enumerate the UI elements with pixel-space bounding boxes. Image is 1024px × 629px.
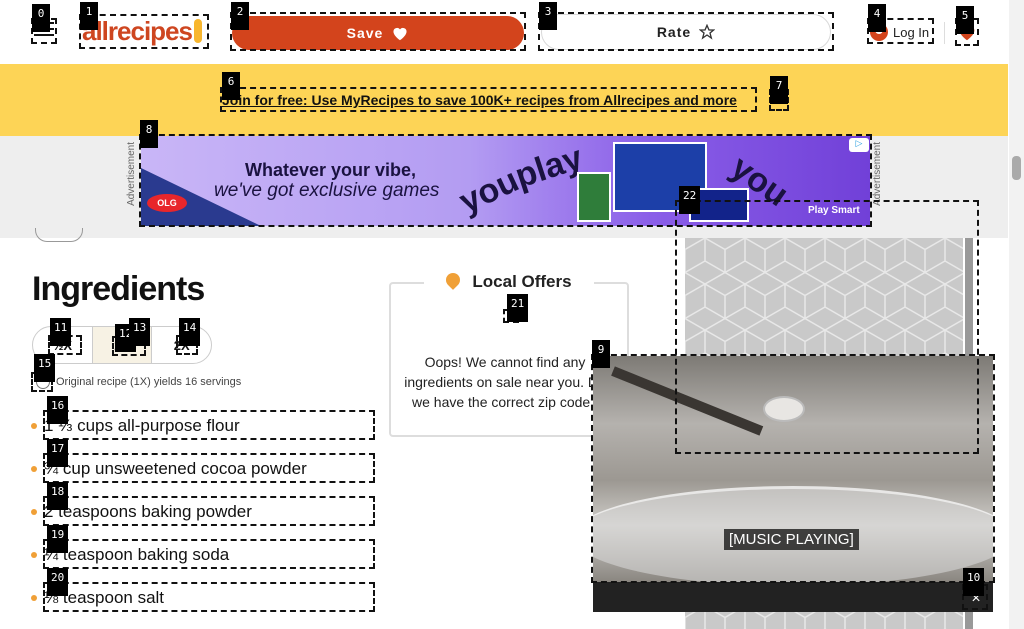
- ingredients-heading: Ingredients: [32, 270, 205, 308]
- olg-logo: OLG: [147, 194, 187, 212]
- rate-button[interactable]: Rate: [541, 14, 831, 50]
- spoon-handle: [611, 366, 764, 436]
- site-header: allrecipes Save Rate Log In: [0, 0, 1008, 64]
- bullet: [31, 509, 37, 515]
- ingredient-item[interactable]: ¼ teaspoon baking soda: [44, 545, 230, 564]
- annotation-label: 0: [32, 4, 50, 32]
- annotation-label: 21: [507, 294, 529, 322]
- header-divider: [944, 22, 945, 44]
- annotation-label: 16: [47, 396, 69, 424]
- annotation-label: 13: [129, 318, 151, 346]
- ad-headline: Whatever your vibe,: [245, 160, 417, 180]
- annotation-label: 7: [770, 76, 788, 104]
- location-pin-icon: [446, 273, 460, 291]
- annotation-label: 8: [140, 120, 158, 148]
- advertisement-banner[interactable]: OLG Whatever your vibe, we've got exclus…: [141, 136, 870, 226]
- ingredient-item[interactable]: ⅛ teaspoon salt: [44, 588, 165, 607]
- spoon: [763, 396, 805, 422]
- annotation-label: 18: [47, 482, 69, 510]
- rate-label: Rate: [656, 24, 692, 40]
- page-scrollbar[interactable]: [1009, 0, 1024, 629]
- bullet: [31, 423, 37, 429]
- heart-icon: [393, 27, 407, 41]
- logo-text: allrecipes: [82, 16, 193, 46]
- save-button[interactable]: Save: [232, 16, 524, 50]
- ingredient-item[interactable]: ¾ cup unsweetened cocoa powder: [44, 459, 307, 478]
- video-control-bar: [593, 582, 993, 612]
- yield-text: Original recipe (1X) yields 16 servings: [56, 376, 242, 388]
- allrecipes-logo[interactable]: allrecipes: [82, 15, 208, 47]
- save-label: Save: [346, 25, 384, 41]
- local-offers-message: Oops! We cannot find any ingredients on …: [404, 354, 606, 410]
- ingredient-item[interactable]: 2 teaspoons baking powder: [44, 502, 252, 521]
- adchoices-icon[interactable]: ▷: [849, 138, 869, 152]
- annotation-label: 5: [956, 6, 974, 34]
- partial-button[interactable]: [35, 228, 83, 242]
- annotation-label: 20: [47, 568, 69, 596]
- annotation-label: 19: [47, 525, 69, 553]
- annotation-label: 1: [80, 2, 98, 30]
- annotation-label: 10: [963, 568, 985, 596]
- local-offers-header: Local Offers: [424, 264, 594, 300]
- annotation-label: 15: [34, 354, 56, 382]
- ingredient-item[interactable]: 1 ⅓ cups all-purpose flour: [44, 416, 240, 435]
- annotation-label: 14: [179, 318, 201, 346]
- login-label: Log In: [893, 24, 930, 40]
- ad-game-card-1: [577, 172, 611, 222]
- annotation-label: 9: [592, 340, 610, 368]
- star-icon: [699, 24, 716, 40]
- video-caption: [MUSIC PLAYING]: [724, 529, 859, 550]
- annotation-label: 6: [222, 72, 240, 100]
- bullet: [31, 595, 37, 601]
- annotation-label: 17: [47, 439, 69, 467]
- bullet: [31, 466, 37, 472]
- annotation-label: 4: [868, 4, 886, 32]
- annotation-label: 11: [50, 318, 72, 346]
- ad-label-left: Advertisement: [126, 142, 137, 206]
- annotation-label: 3: [539, 2, 557, 30]
- ad-label-right: Advertisement: [872, 142, 883, 206]
- local-offers-title: Local Offers: [472, 272, 572, 291]
- join-free-link[interactable]: Join for free: Use MyRecipes to save 100…: [222, 92, 737, 108]
- ad-subline: we've got exclusive games: [214, 180, 440, 201]
- ad-word-play: play: [510, 138, 588, 196]
- ad-cta: Play Smart: [808, 205, 860, 216]
- video-close-icon[interactable]: ×: [971, 590, 981, 607]
- promo-banner: [0, 64, 1008, 136]
- annotation-label: 2: [231, 2, 249, 30]
- bullet: [31, 552, 37, 558]
- scrollbar-thumb[interactable]: [1012, 156, 1021, 180]
- annotation-label: 22: [679, 186, 701, 214]
- yield-note: Original recipe (1X) yields 16 servings: [36, 375, 241, 389]
